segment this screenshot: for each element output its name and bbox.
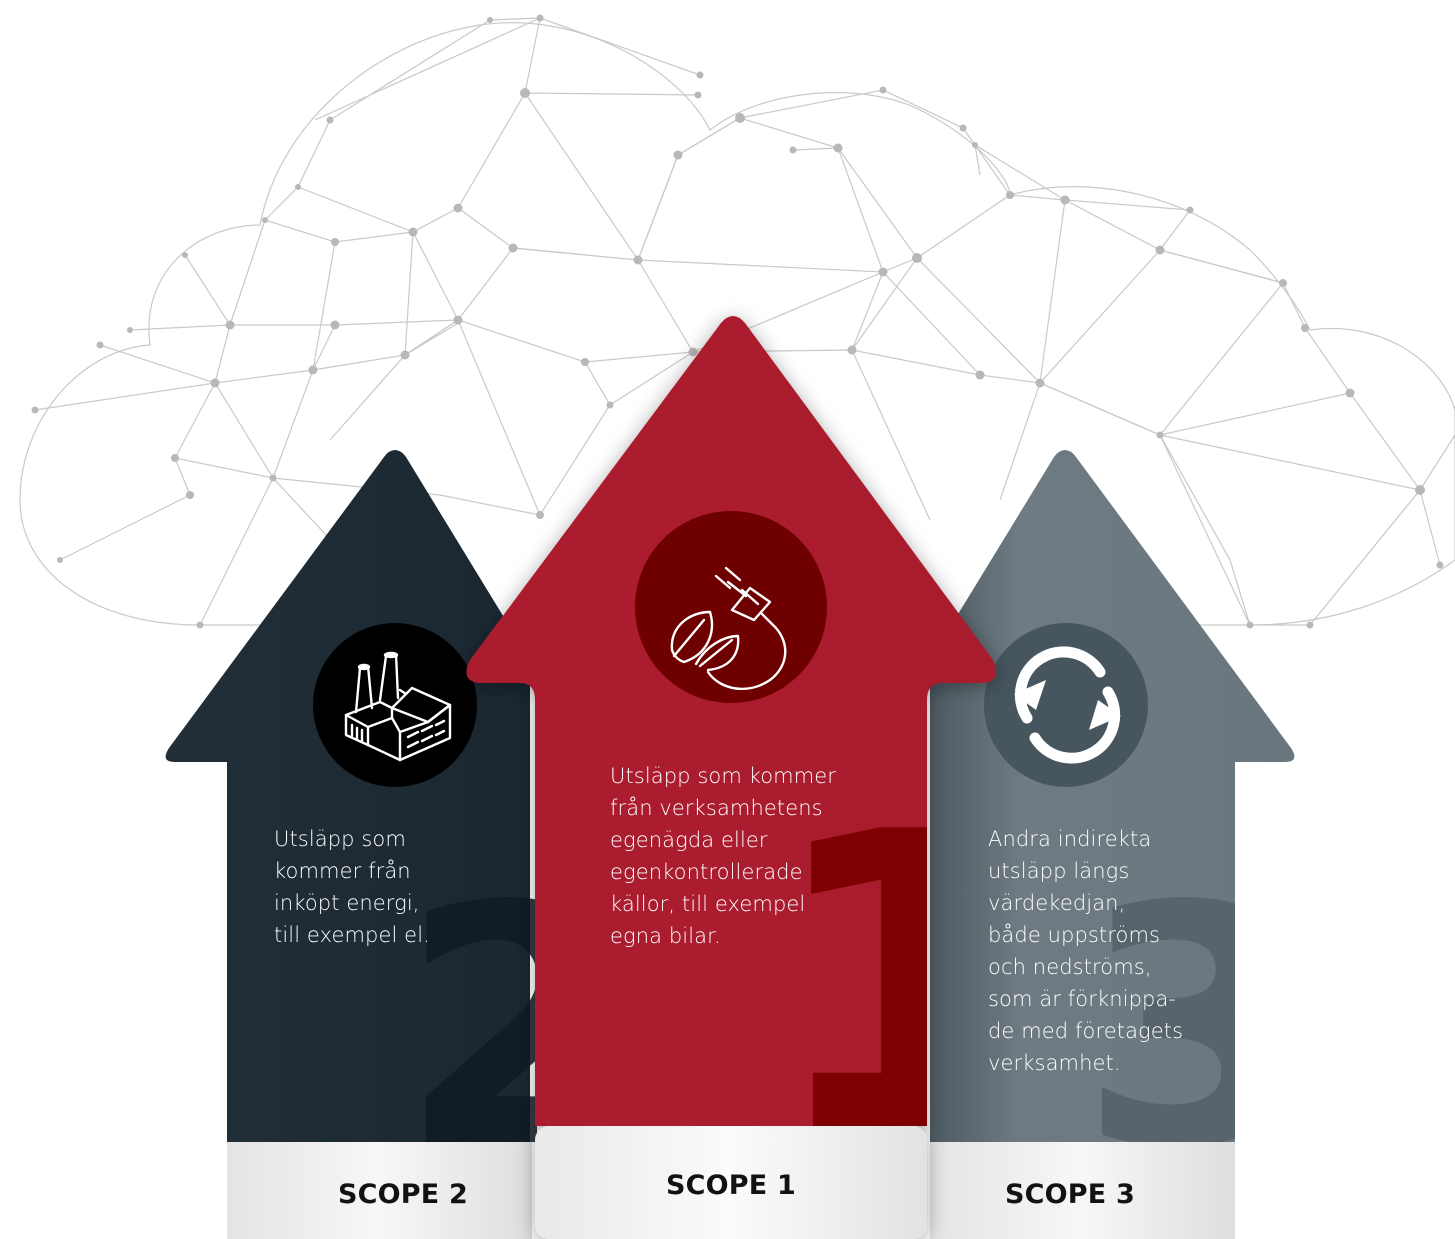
big-number-2: 2 [400,836,630,1220]
factory-icon [344,651,452,762]
scope-3-label-plate [930,1142,1235,1239]
scope-3-arrow: 3 [930,450,1310,1239]
big-number-3: 3 [1080,836,1310,1220]
scope-1-icon-circle [635,511,827,703]
network-nodes [31,14,1444,629]
scope-1-label-plate [535,1126,927,1239]
scope-2-label: SCOPE 2 [337,1179,469,1210]
plug-leaf-icon [670,566,787,690]
scope-3-description: Andra indirekta utsläpp längs värdekedja… [988,827,1184,1075]
scope-2-label-plate [227,1142,532,1239]
big-number-1: 1 [765,745,1050,1223]
scope-1-description: Utsläpp som kommer från verksamhetens eg… [610,764,837,948]
scope-2-arrow: 2 [165,450,630,1239]
scope-3-label: SCOPE 3 [1004,1179,1136,1210]
scope-2-description: Utsläpp som kommer från inköpt energi, t… [274,827,430,947]
scope-1-arrow: 1 [466,316,1050,1239]
refresh-arrows-icon [1014,646,1121,764]
scope-1-label: SCOPE 1 [665,1170,797,1201]
